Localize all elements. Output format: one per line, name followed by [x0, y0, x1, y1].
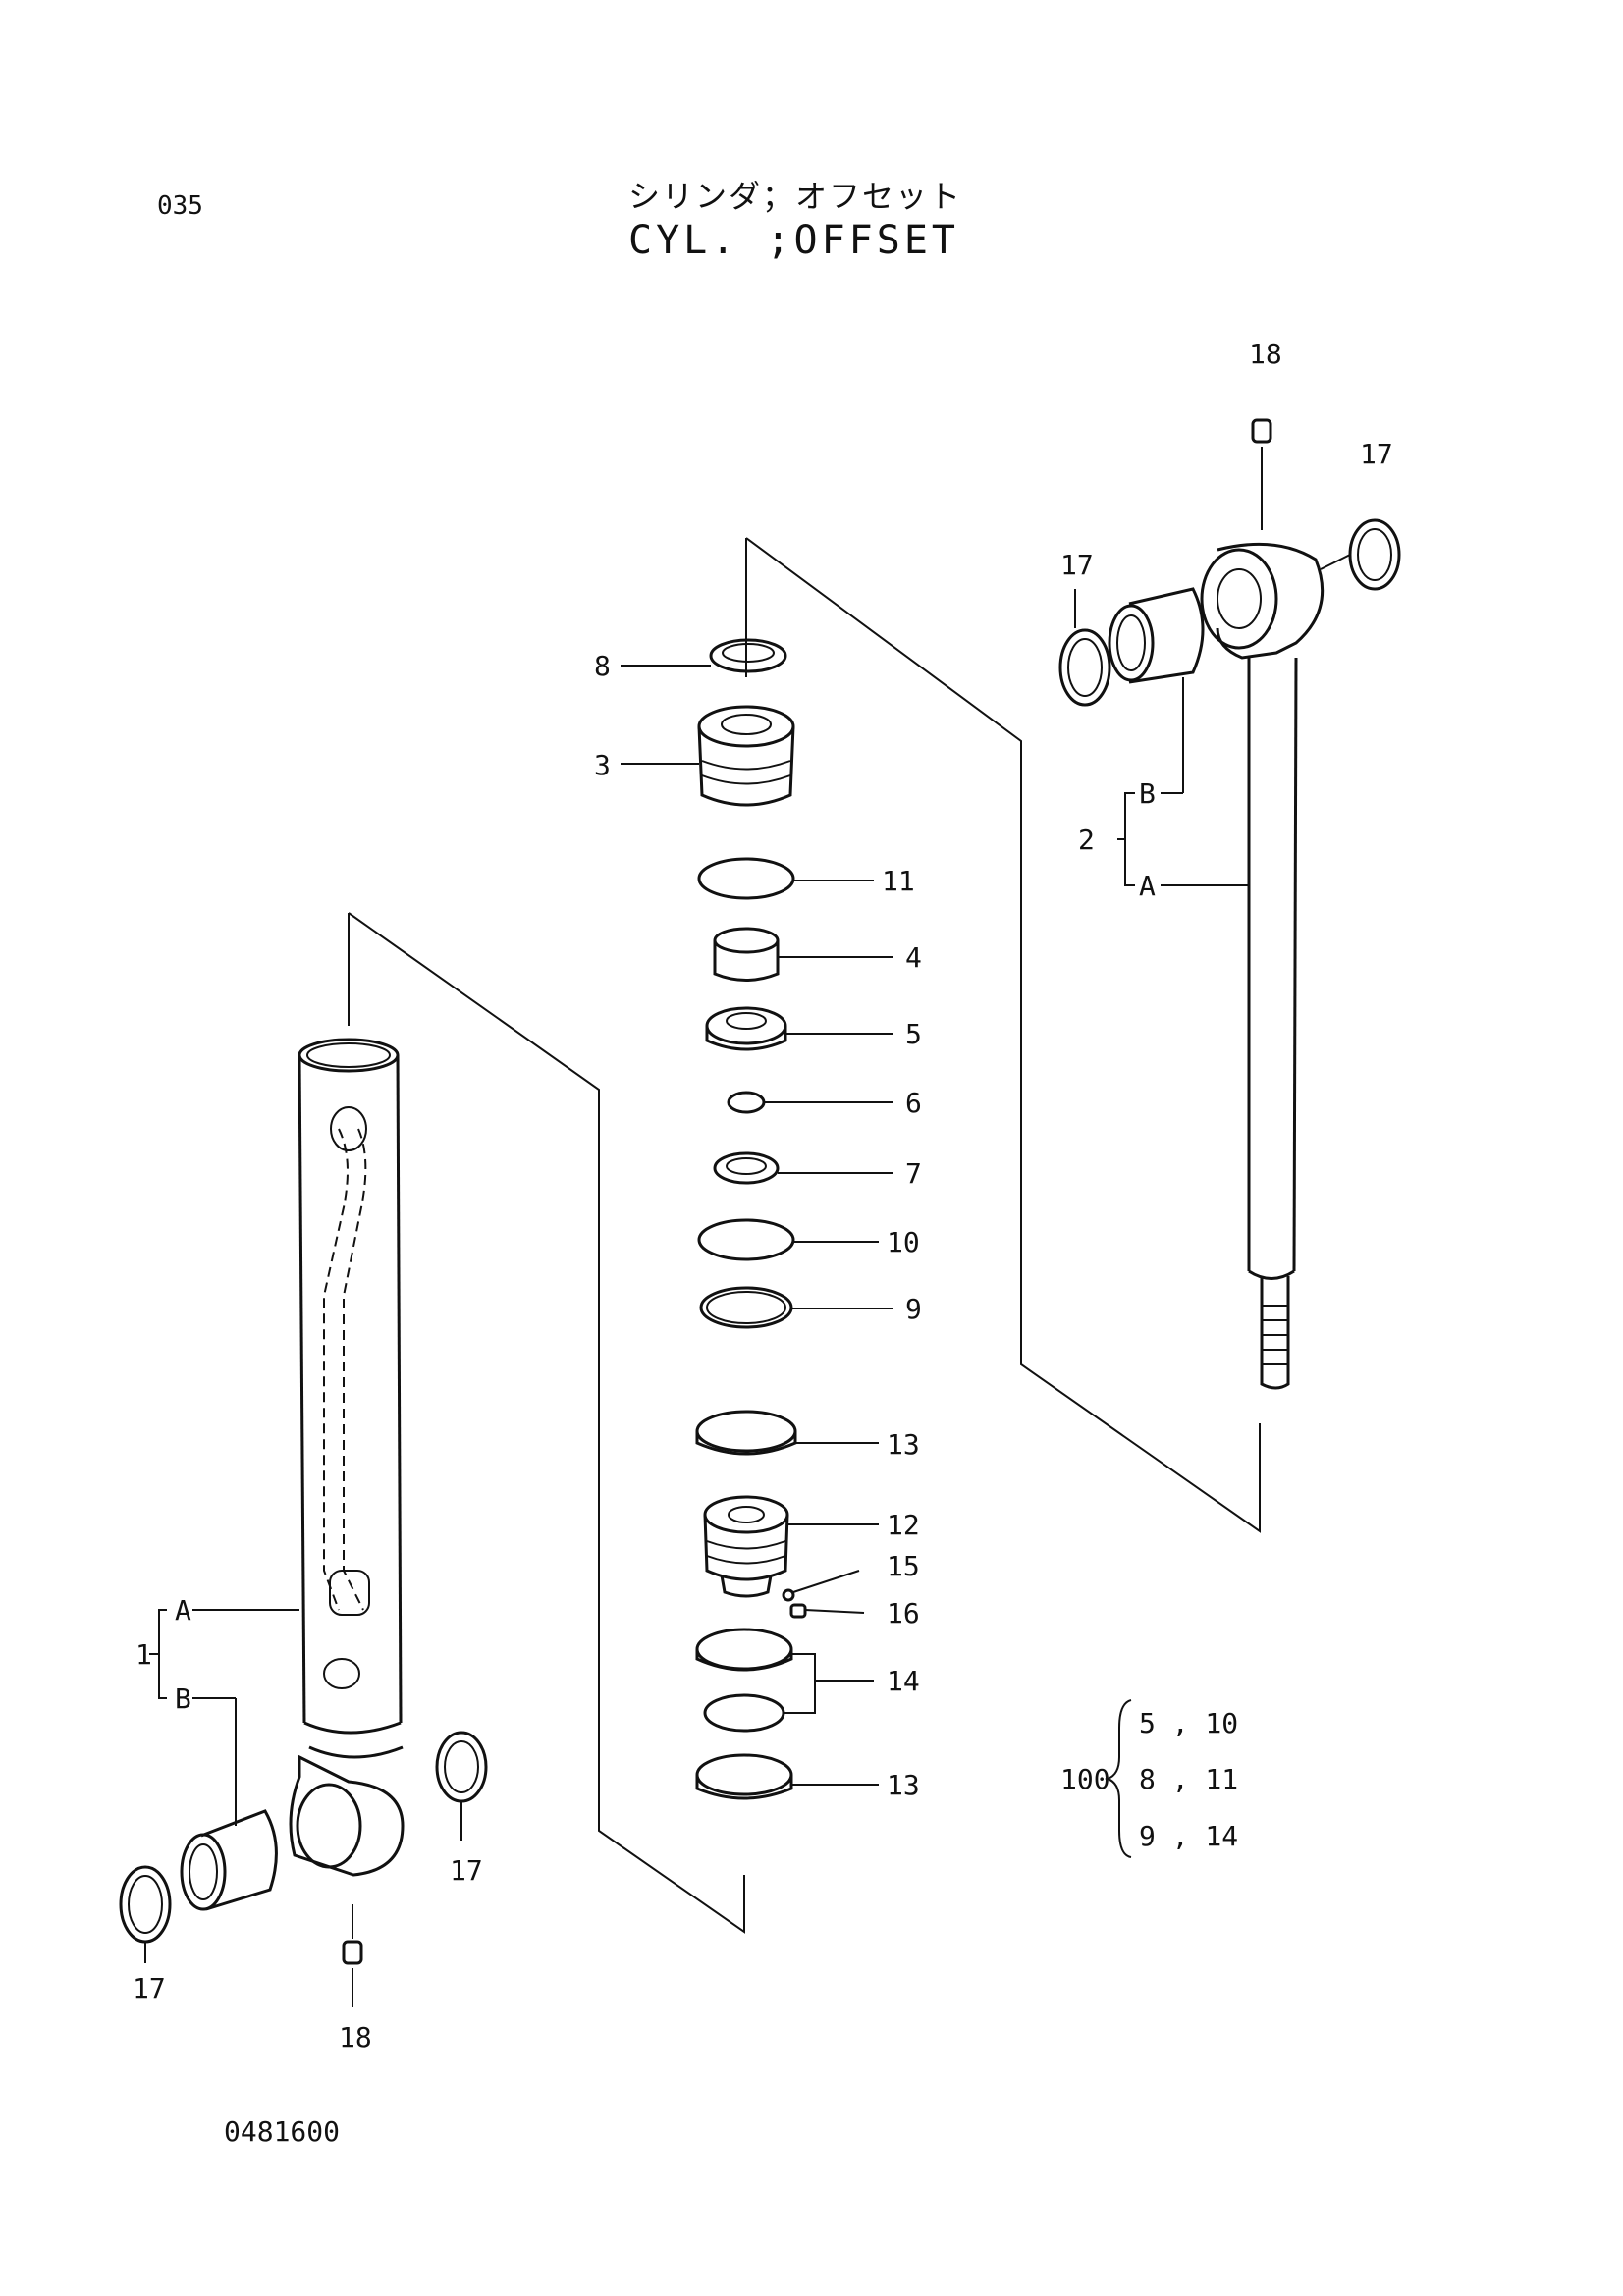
assembly-guide-lines — [348, 537, 1261, 1934]
center-exploded-parts — [695, 638, 807, 1800]
left-bushing-and-seals — [119, 1731, 488, 2007]
cylinder-tube-part-1 — [289, 1038, 405, 1877]
callout-16: 16 — [887, 1597, 920, 1629]
leader-lines — [144, 554, 1351, 1963]
callout-18-top: 18 — [1249, 338, 1282, 370]
callout-17-left-bottom: 17 — [133, 1972, 166, 2004]
callout-11: 11 — [882, 865, 915, 897]
callout-8: 8 — [594, 650, 611, 682]
callout-13-lower: 13 — [887, 1769, 920, 1801]
piston-rod-part-2 — [1200, 542, 1325, 1390]
kit-line-2: 8 , 11 — [1139, 1763, 1238, 1795]
callout-2a: A — [1139, 870, 1156, 902]
callout-4: 4 — [905, 941, 922, 974]
callout-17-right-top: 17 — [1360, 438, 1393, 470]
callout-1b: B — [175, 1682, 191, 1715]
kit-100-group: 100 5 , 10 8 , 11 9 , 14 — [1060, 1707, 1238, 1852]
callout-1a: A — [175, 1594, 191, 1627]
page-number: 035 — [157, 191, 203, 221]
callout-labels: 8 3 11 4 5 6 7 10 9 13 12 15 16 14 13 1 … — [133, 338, 1393, 2054]
title-english: CYL. ;OFFSET — [628, 218, 959, 263]
callout-2b: B — [1139, 777, 1156, 810]
callout-10: 10 — [887, 1226, 920, 1258]
callout-9: 9 — [905, 1293, 922, 1325]
callout-12: 12 — [887, 1509, 920, 1541]
right-bushing-and-seals — [1058, 418, 1401, 707]
callout-5: 5 — [905, 1018, 922, 1050]
callout-1: 1 — [135, 1638, 152, 1671]
callout-3: 3 — [594, 749, 611, 781]
title-japanese: シリンダ；オフセット — [628, 178, 963, 215]
callout-17-left-right: 17 — [450, 1854, 483, 1887]
callout-18-bottom: 18 — [339, 2021, 372, 2054]
drawing-code: 0481600 — [224, 2115, 341, 2148]
callout-14: 14 — [887, 1665, 920, 1697]
callout-6: 6 — [905, 1087, 922, 1119]
callout-2: 2 — [1078, 824, 1095, 856]
callout-17-right-left: 17 — [1060, 549, 1094, 581]
kit-number: 100 — [1060, 1763, 1110, 1795]
callout-15: 15 — [887, 1550, 920, 1582]
kit-line-1: 5 , 10 — [1139, 1707, 1238, 1739]
callout-13-upper: 13 — [887, 1428, 920, 1461]
callout-7: 7 — [905, 1157, 922, 1190]
kit-line-3: 9 , 14 — [1139, 1820, 1238, 1852]
